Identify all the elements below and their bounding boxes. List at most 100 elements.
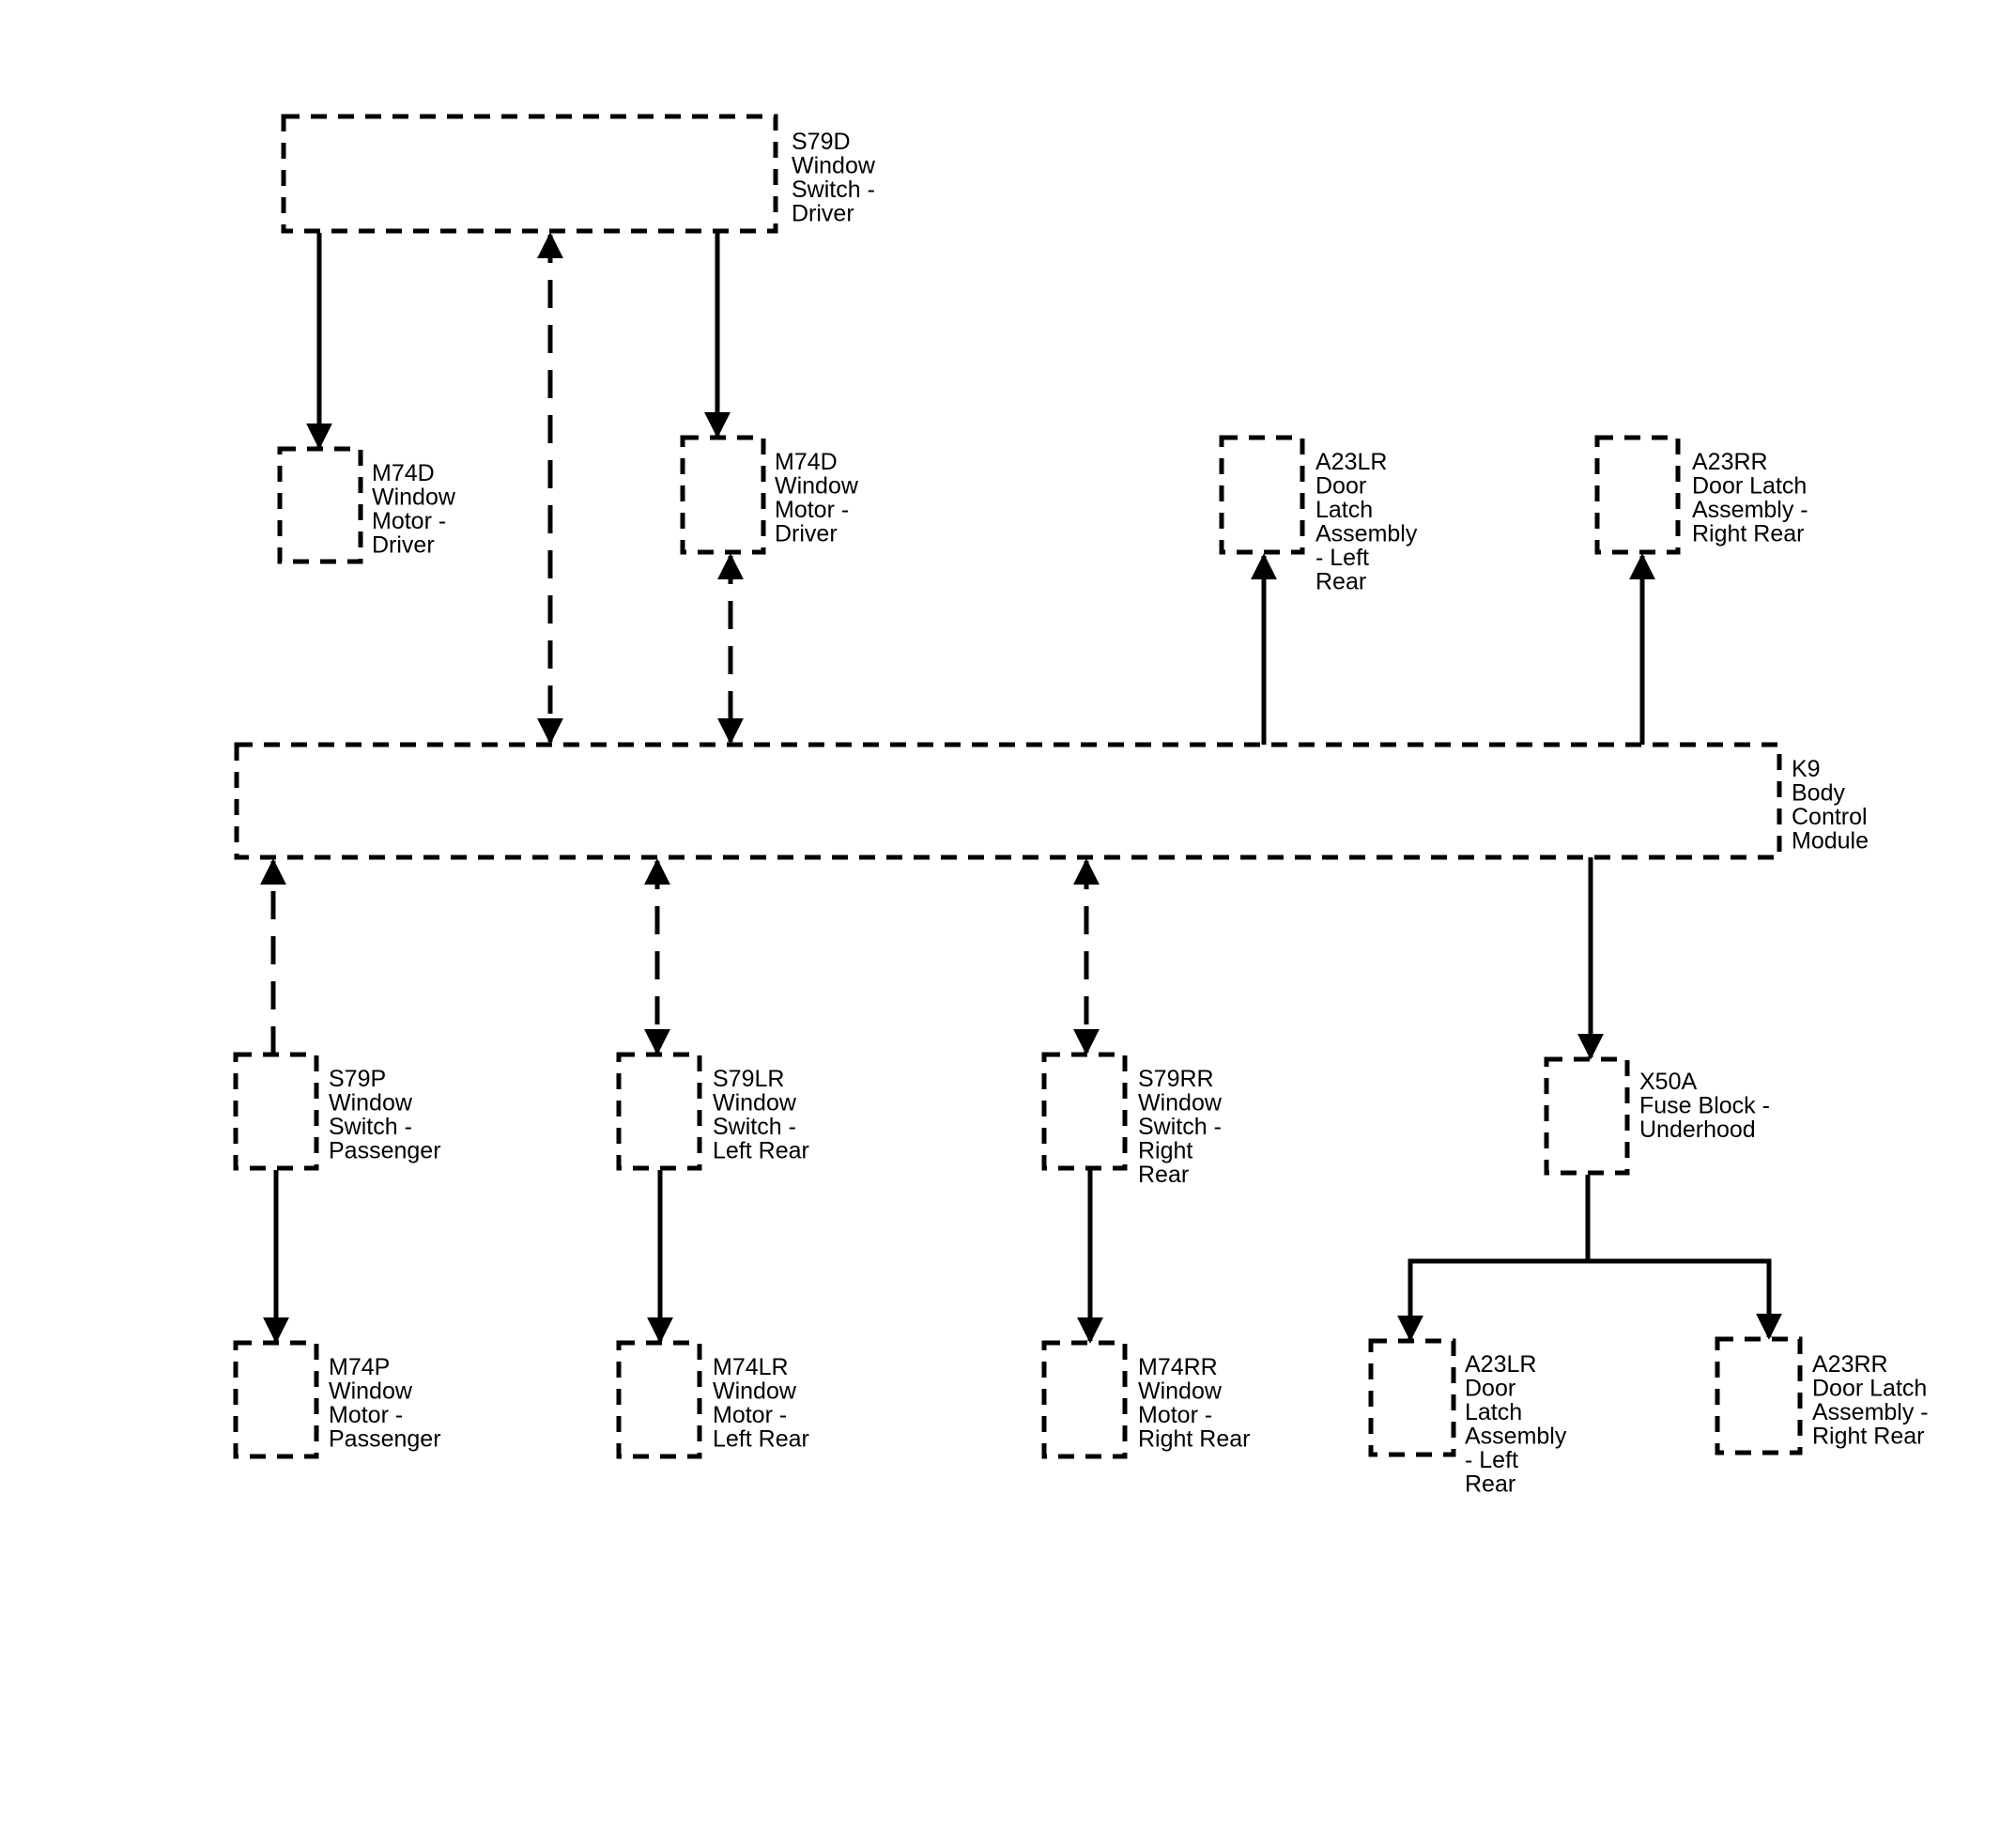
label-line: Door — [1465, 1375, 1515, 1401]
label-line: Right Rear — [1138, 1425, 1251, 1452]
label-line: M74P — [329, 1354, 390, 1380]
label-line: K9 — [1792, 756, 1821, 782]
label-line: Right Rear — [1812, 1423, 1925, 1449]
components-layer — [233, 114, 1803, 1459]
connector-x50a-to-a23lr-bottom — [1397, 1175, 1591, 1342]
component-box-k9 — [234, 742, 1782, 860]
label-line: Assembly - — [1812, 1399, 1929, 1425]
component-box-m74d-right — [680, 435, 766, 555]
label-line: Window — [329, 1378, 413, 1404]
component-box-a23lr-top — [1219, 435, 1305, 555]
label-line: Window — [1138, 1089, 1223, 1116]
component-box-x50a — [1544, 1056, 1630, 1176]
component-box-m74p — [233, 1340, 319, 1459]
label-line: Window — [1138, 1378, 1223, 1404]
connector-x50a-to-a23rr-bottom — [1585, 1175, 1782, 1340]
label-line: Motor - — [1138, 1402, 1212, 1428]
component-box-m74d-left — [277, 446, 363, 564]
label-line: Rear — [1465, 1471, 1515, 1497]
label-line: Assembly — [1465, 1423, 1567, 1449]
label-line: Fuse Block - — [1639, 1092, 1770, 1118]
label-line: A23LR — [1465, 1351, 1536, 1378]
label-line: M74D — [775, 449, 838, 475]
label-line: - Left — [1315, 545, 1369, 571]
label-line: Window — [713, 1378, 797, 1404]
label-line: Driver — [372, 531, 435, 558]
label-line: Motor - — [775, 497, 849, 523]
label-line: Underhood — [1639, 1116, 1756, 1143]
label-line: Switch - — [792, 177, 875, 203]
label-line: Switch - — [713, 1114, 796, 1140]
label-line: Driver — [775, 520, 838, 547]
label-line: Module — [1792, 827, 1869, 854]
label-line: X50A — [1639, 1069, 1697, 1095]
label-line: Door Latch — [1692, 472, 1807, 499]
label-line: A23RR — [1692, 449, 1768, 475]
label-line: M74D — [372, 460, 435, 486]
label-line: A23RR — [1812, 1351, 1888, 1378]
label-line: Left Rear — [713, 1425, 809, 1452]
label-line: - Left — [1465, 1447, 1518, 1473]
component-box-a23rr-top — [1594, 435, 1681, 555]
label-line: S79RR — [1138, 1066, 1214, 1092]
label-line: Window — [372, 484, 456, 510]
label-line: Assembly - — [1692, 497, 1808, 523]
component-box-a23rr-bottom — [1715, 1336, 1803, 1455]
component-box-s79p — [233, 1052, 319, 1171]
label-line: Window — [792, 152, 876, 178]
label-line: S79P — [329, 1066, 386, 1092]
label-line: Driver — [792, 200, 854, 226]
label-line: Control — [1792, 804, 1868, 830]
component-box-m74lr — [616, 1340, 702, 1459]
label-line: Passenger — [329, 1137, 441, 1163]
label-line: Latch — [1315, 497, 1373, 523]
label-line: M74RR — [1138, 1354, 1218, 1380]
component-box-s79rr — [1041, 1052, 1128, 1171]
component-box-s79lr — [616, 1052, 702, 1171]
label-line: Body — [1792, 779, 1845, 806]
label-line: M74LR — [713, 1354, 789, 1380]
label-line: Right Rear — [1692, 520, 1805, 547]
label-line: Door — [1315, 472, 1366, 499]
label-line: Motor - — [713, 1402, 787, 1428]
wires-layer — [260, 232, 1782, 1344]
label-line: S79LR — [713, 1066, 784, 1092]
label-line: A23LR — [1315, 449, 1387, 475]
label-line: Switch - — [329, 1114, 412, 1140]
label-line: Window — [775, 472, 859, 499]
label-line: Window — [713, 1089, 797, 1116]
component-box-a23lr-bottom — [1368, 1338, 1456, 1457]
label-line: Left Rear — [713, 1137, 809, 1163]
label-line: Motor - — [372, 508, 446, 534]
label-line: S79D — [792, 129, 851, 155]
label-line: Motor - — [329, 1402, 403, 1428]
label-line: Passenger — [329, 1425, 441, 1452]
label-line: Latch — [1465, 1399, 1522, 1425]
label-line: Rear — [1315, 568, 1366, 594]
label-line: Rear — [1138, 1162, 1189, 1188]
component-box-s79d — [281, 114, 778, 234]
label-line: Switch - — [1138, 1114, 1222, 1140]
label-line: Assembly — [1315, 520, 1418, 547]
label-line: Right — [1138, 1137, 1192, 1163]
label-line: Door Latch — [1812, 1375, 1927, 1401]
label-line: Window — [329, 1089, 413, 1116]
component-box-m74rr — [1041, 1340, 1128, 1459]
